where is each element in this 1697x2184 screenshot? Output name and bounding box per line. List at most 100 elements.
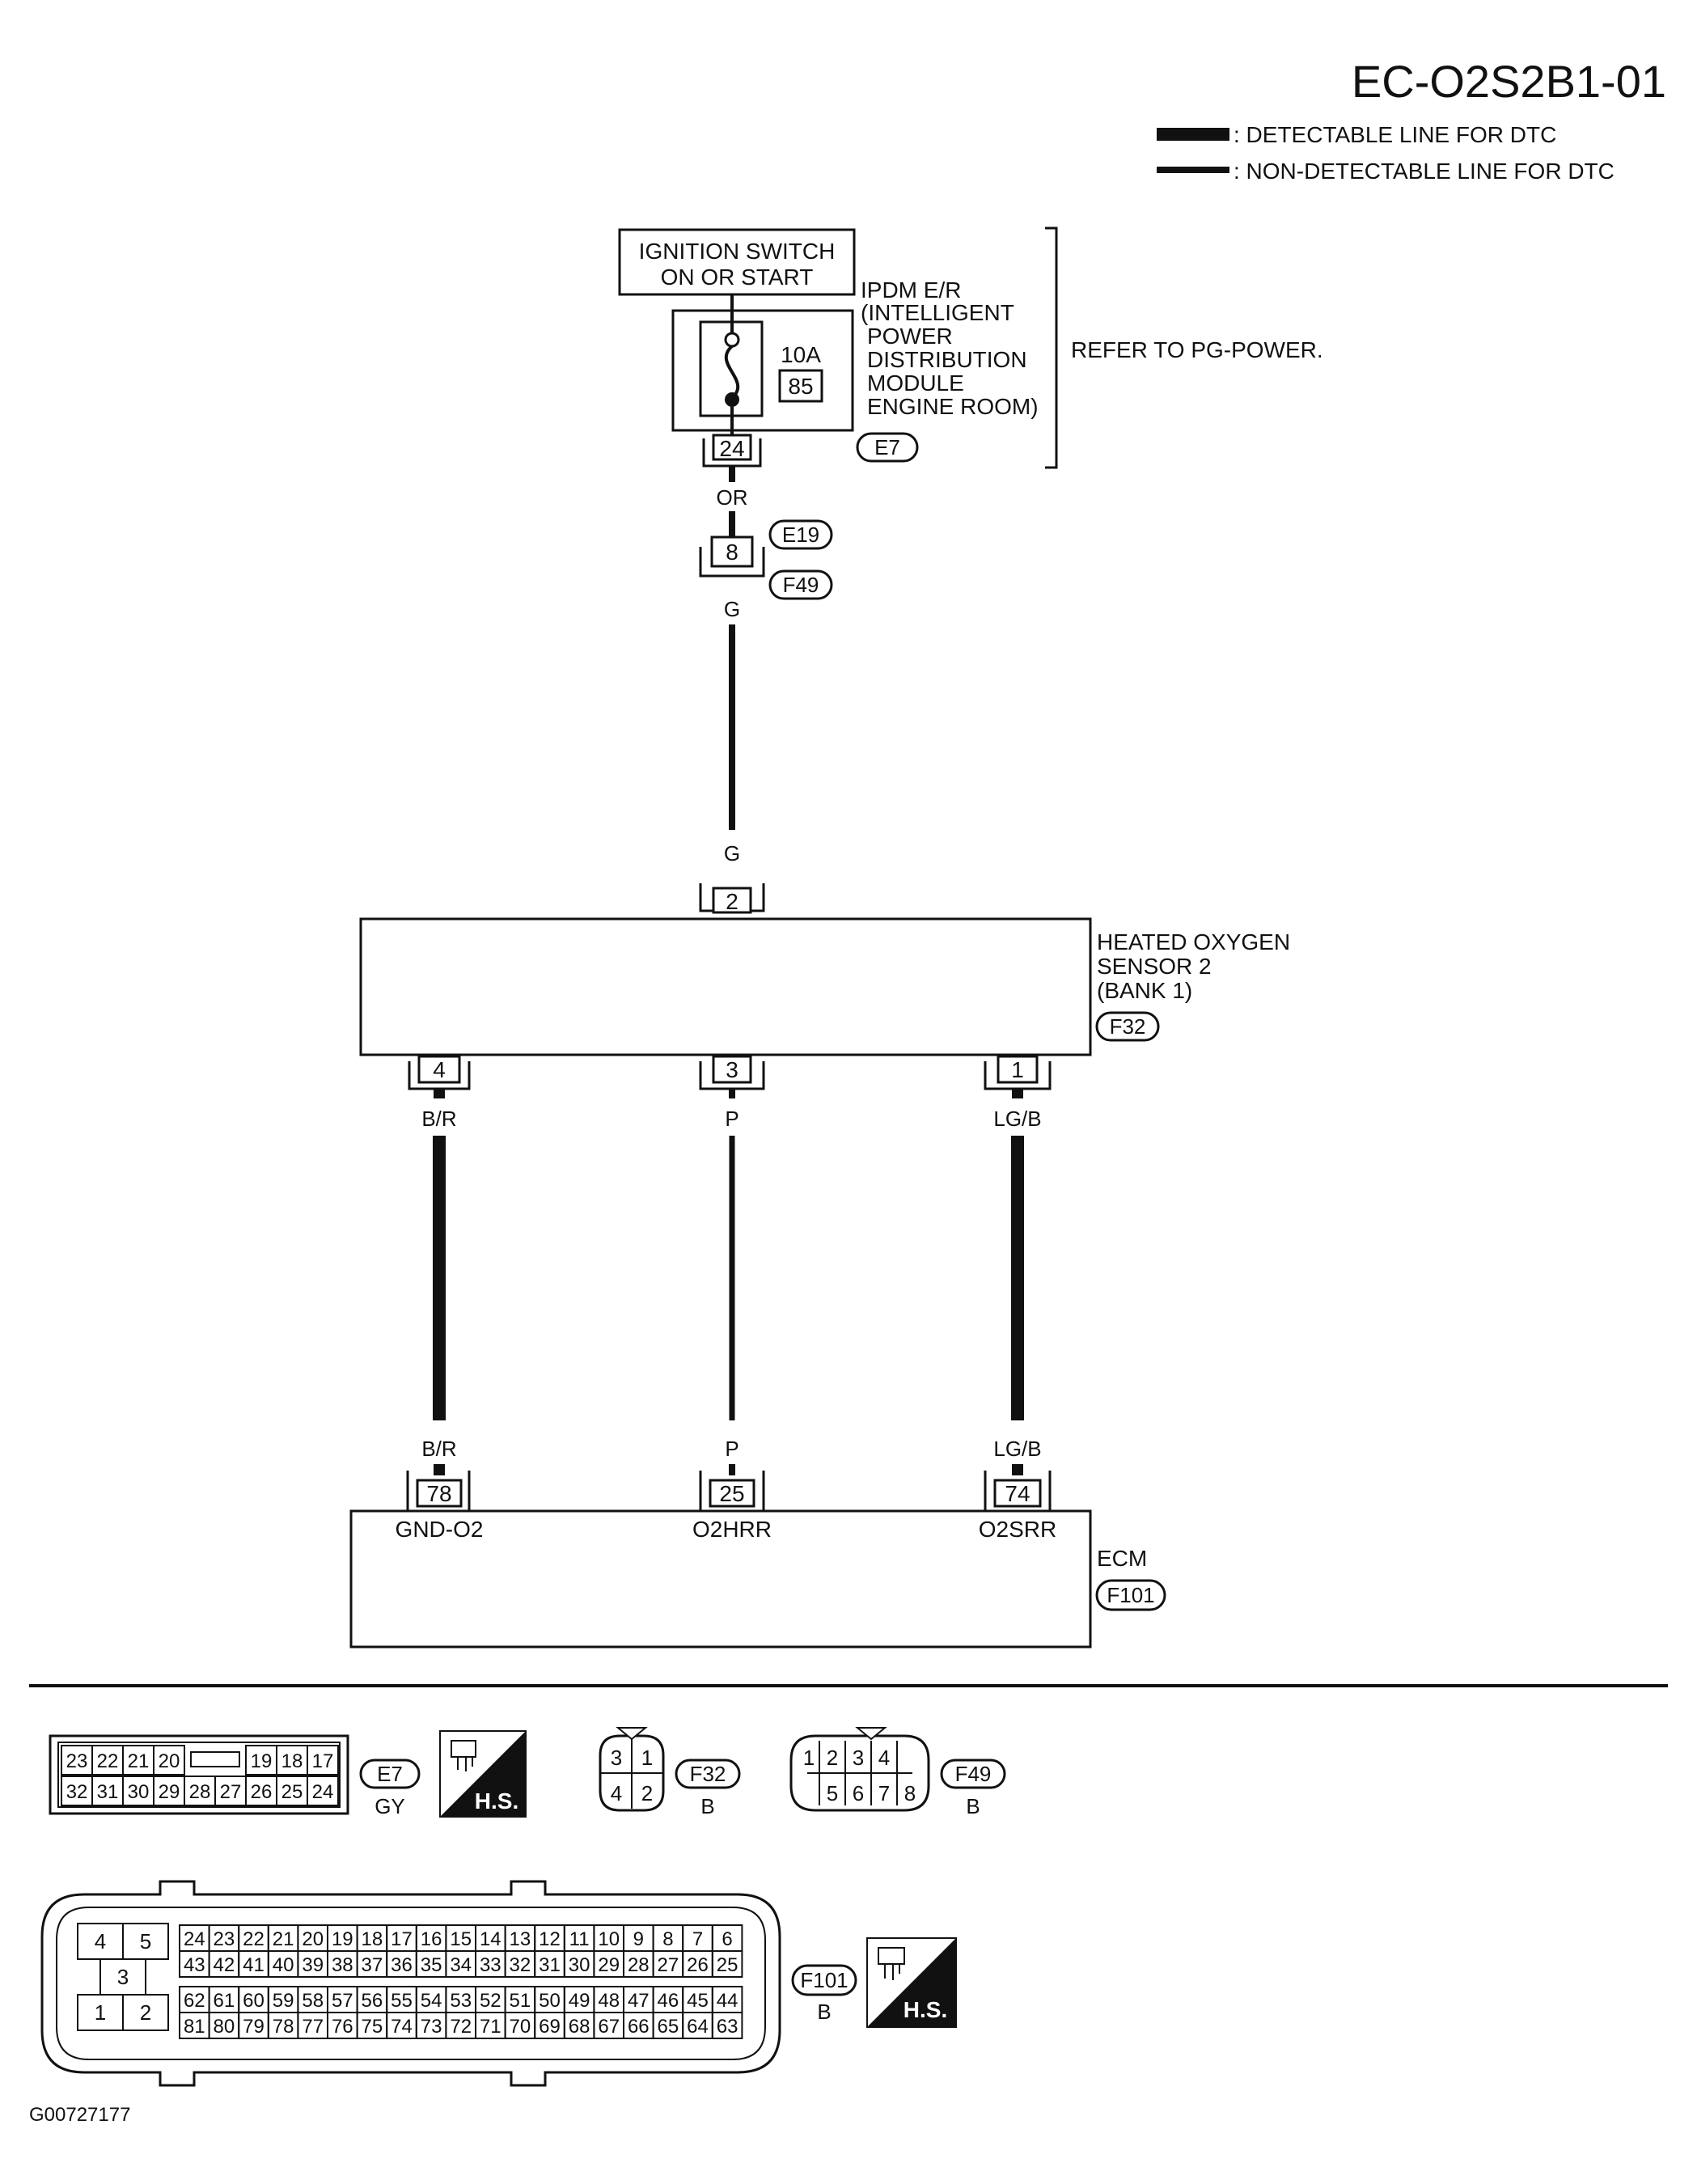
wire-color-p-top: P <box>725 1107 738 1131</box>
pin-number: 40 <box>273 1954 294 1976</box>
wire-color-g-top: G <box>724 597 740 621</box>
hs-badge-f101: H.S. <box>866 1937 957 2028</box>
pin-number: 32 <box>510 1954 531 1976</box>
pin-number: 30 <box>128 1781 150 1803</box>
harness-side-icon <box>451 1740 476 1771</box>
svg-text:DISTRIBUTION: DISTRIBUTION <box>867 347 1027 372</box>
svg-text:POWER: POWER <box>867 324 953 349</box>
pin-number: 9 <box>633 1928 644 1950</box>
ecm-terminal-74: 74 <box>984 1471 1052 1513</box>
svg-text:1: 1 <box>1011 1057 1024 1082</box>
ipdm-terminal: 24 <box>719 436 744 461</box>
pin-number: 44 <box>717 1990 738 2012</box>
pin-cell <box>307 1745 339 1776</box>
svg-text:5: 5 <box>827 1781 838 1805</box>
sensor-terminal-2: 2 <box>726 889 738 914</box>
ignition-label-line2: ON OR START <box>661 265 814 290</box>
wire-color-lgb-bottom: LG/B <box>993 1437 1041 1461</box>
svg-text:F32: F32 <box>1110 1014 1146 1039</box>
pin-number: 81 <box>184 2016 205 2038</box>
pin-number: 70 <box>510 2016 531 2038</box>
ignition-label-line1: IGNITION SWITCH <box>639 239 836 264</box>
sensor-label-line1: HEATED OXYGEN <box>1097 929 1290 954</box>
connector-face-f49: 1 2 3 4 5 6 7 8 F49 B <box>789 1727 1006 1818</box>
pin-number: 80 <box>214 2016 235 2038</box>
svg-text:6: 6 <box>853 1781 864 1805</box>
svg-text:4: 4 <box>611 1781 622 1805</box>
pin-number: 29 <box>159 1781 180 1803</box>
pin-number: 28 <box>628 1954 650 1976</box>
pin-number: 25 <box>281 1781 303 1803</box>
svg-text:IPDM E/R: IPDM E/R <box>861 277 961 303</box>
svg-text:8: 8 <box>904 1781 916 1805</box>
svg-text:5: 5 <box>140 1929 151 1953</box>
pin-cell <box>153 1745 185 1776</box>
pin-number: 51 <box>510 1990 531 2012</box>
pin-number: 8 <box>662 1928 673 1950</box>
sensor-terminal-4: 4 <box>408 1055 471 1090</box>
svg-text:2: 2 <box>140 2000 151 2025</box>
pin-number: 62 <box>184 1990 205 2012</box>
connector-tag-f101 <box>1095 1579 1166 1611</box>
pin-number: 21 <box>273 1928 294 1950</box>
connector-face-f32: 3 1 4 2 F32 B <box>599 1727 741 1818</box>
pin-number: 48 <box>598 1990 620 2012</box>
svg-text:F101: F101 <box>1107 1583 1154 1607</box>
pin-number: 23 <box>214 1928 235 1950</box>
svg-text:4: 4 <box>433 1057 446 1082</box>
pin-number: 50 <box>539 1990 561 2012</box>
pin-number: 22 <box>243 1928 264 1950</box>
connector-key <box>190 1751 240 1767</box>
svg-text:2: 2 <box>827 1746 838 1770</box>
svg-text:3: 3 <box>117 1965 129 1989</box>
pin-number: 27 <box>220 1781 242 1803</box>
pin-number: 20 <box>159 1750 180 1772</box>
harness-side-icon <box>878 1947 905 1980</box>
f32-id: F32 <box>690 1762 726 1786</box>
hs-label: H.S. <box>475 1788 518 1814</box>
f101-id: F101 <box>800 1968 848 1992</box>
pin-number: 72 <box>450 2016 472 2038</box>
ipdm-module: 10A 85 IPDM E/R (INTELLIGENT POWER DISTR… <box>671 277 1039 468</box>
hs-label: H.S. <box>904 1997 947 2022</box>
pin-number: 18 <box>281 1750 303 1772</box>
sensor-label-line2: SENSOR 2 <box>1097 954 1212 979</box>
svg-text:MODULE: MODULE <box>867 370 964 396</box>
pin-number: 56 <box>362 1990 383 2012</box>
pin-number: 66 <box>628 2016 650 2038</box>
svg-text:4: 4 <box>878 1746 890 1770</box>
pin-number: 30 <box>569 1954 590 1976</box>
pin-number: 18 <box>362 1928 383 1950</box>
fuse-icon <box>724 345 740 400</box>
pin-number: 22 <box>97 1750 119 1772</box>
pin-number: 52 <box>480 1990 501 2012</box>
pin-number: 17 <box>391 1928 413 1950</box>
ecm-signal-gnd-o2: GND-O2 <box>396 1517 484 1542</box>
pin-number: 20 <box>302 1928 324 1950</box>
svg-text:78: 78 <box>426 1481 451 1506</box>
pin-number: 11 <box>569 1928 590 1950</box>
pin-number: 76 <box>332 2016 353 2038</box>
pin-number: 19 <box>251 1750 273 1772</box>
pin-number: 78 <box>273 2016 294 2038</box>
pin-number: 64 <box>687 2016 709 2038</box>
svg-text:1: 1 <box>641 1746 653 1770</box>
pin-number: 54 <box>421 1990 442 2012</box>
pin-number: 6 <box>722 1928 732 1950</box>
pin-cell <box>711 2012 743 2039</box>
joint-terminal: 8 <box>726 540 738 565</box>
pin-number: 75 <box>362 2016 383 2038</box>
svg-text:F49: F49 <box>783 573 819 597</box>
detectable-line-sample <box>1157 128 1229 141</box>
pin-number: 59 <box>273 1990 294 2012</box>
legend-non-detectable-label: : NON-DETECTABLE LINE FOR DTC <box>1234 159 1614 184</box>
ecm-terminal-25: 25 <box>699 1471 765 1513</box>
svg-text:(INTELLIGENT: (INTELLIGENT <box>861 300 1014 325</box>
pin-number: 67 <box>598 2016 620 2038</box>
svg-text:7: 7 <box>878 1781 890 1805</box>
ecm-module: GND-O2 O2HRR O2SRR ECM F101 <box>349 1509 1166 1649</box>
pin-number: 58 <box>302 1990 324 2012</box>
pin-number: 10 <box>598 1928 620 1950</box>
